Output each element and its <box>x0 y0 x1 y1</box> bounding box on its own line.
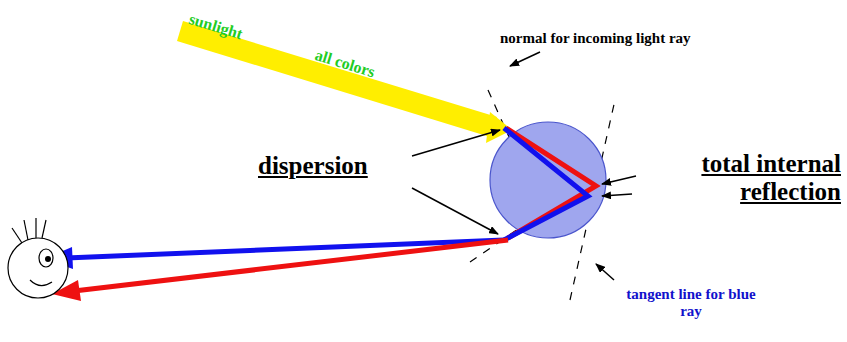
callout-label: dispersion <box>258 152 368 180</box>
callout-label: total internal reflection <box>638 150 841 205</box>
callout-label: normal for incoming light ray <box>500 30 691 47</box>
callout-label: tangent line for blue ray <box>618 286 764 319</box>
